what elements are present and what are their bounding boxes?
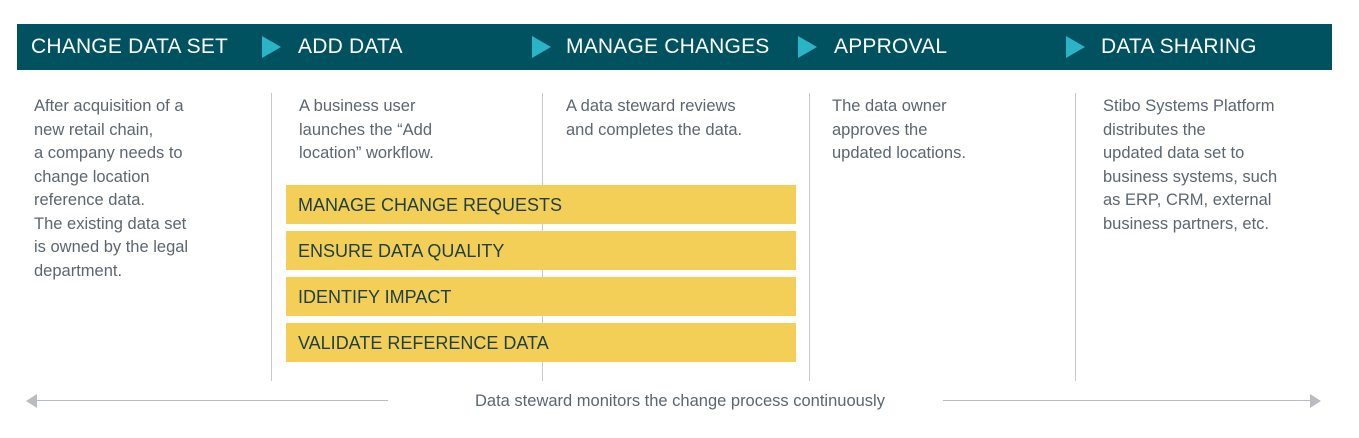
arrow-right-icon	[1310, 394, 1321, 408]
stage-description-data-sharing: Stibo Systems Platform distributes the u…	[1103, 97, 1278, 233]
monitor-caption: Data steward monitors the change process…	[475, 392, 885, 410]
arrow-left-icon	[26, 394, 37, 408]
stage-title-change-data-set: CHANGE DATA SET	[31, 35, 229, 58]
process-header-bar: CHANGE DATA SET ADD DATA MANAGE CHANGES …	[17, 24, 1332, 70]
stage-description-approval: The data owner approves the updated loca…	[832, 97, 966, 162]
monitor-line-right	[943, 400, 1311, 401]
task-bar-manage-change-requests: MANAGE CHANGE REQUESTS	[286, 185, 796, 224]
task-bar-identify-impact: IDENTIFY IMPACT	[286, 277, 796, 316]
task-bar-ensure-data-quality: ENSURE DATA QUALITY	[286, 231, 796, 270]
stage-description-add-data: A business user launches the “Add locati…	[299, 97, 434, 162]
stage-description-change-data-set: After acquisition of a new retail chain,…	[34, 97, 189, 280]
stage-title-manage-changes: MANAGE CHANGES	[566, 35, 770, 58]
task-bar-validate-reference-data: VALIDATE REFERENCE DATA	[286, 323, 796, 362]
column-divider	[809, 93, 810, 381]
monitor-line-left	[36, 400, 388, 401]
column-divider	[271, 93, 272, 381]
stage-title-approval: APPROVAL	[834, 35, 948, 58]
stage-description-manage-changes: A data steward reviews and completes the…	[566, 97, 743, 139]
chevron-right-icon	[1066, 36, 1085, 58]
stage-title-data-sharing: DATA SHARING	[1101, 35, 1257, 58]
chevron-right-icon	[262, 36, 281, 58]
chevron-right-icon	[532, 36, 551, 58]
stage-title-add-data: ADD DATA	[298, 35, 403, 58]
chevron-right-icon	[798, 36, 817, 58]
column-divider	[1075, 93, 1076, 381]
